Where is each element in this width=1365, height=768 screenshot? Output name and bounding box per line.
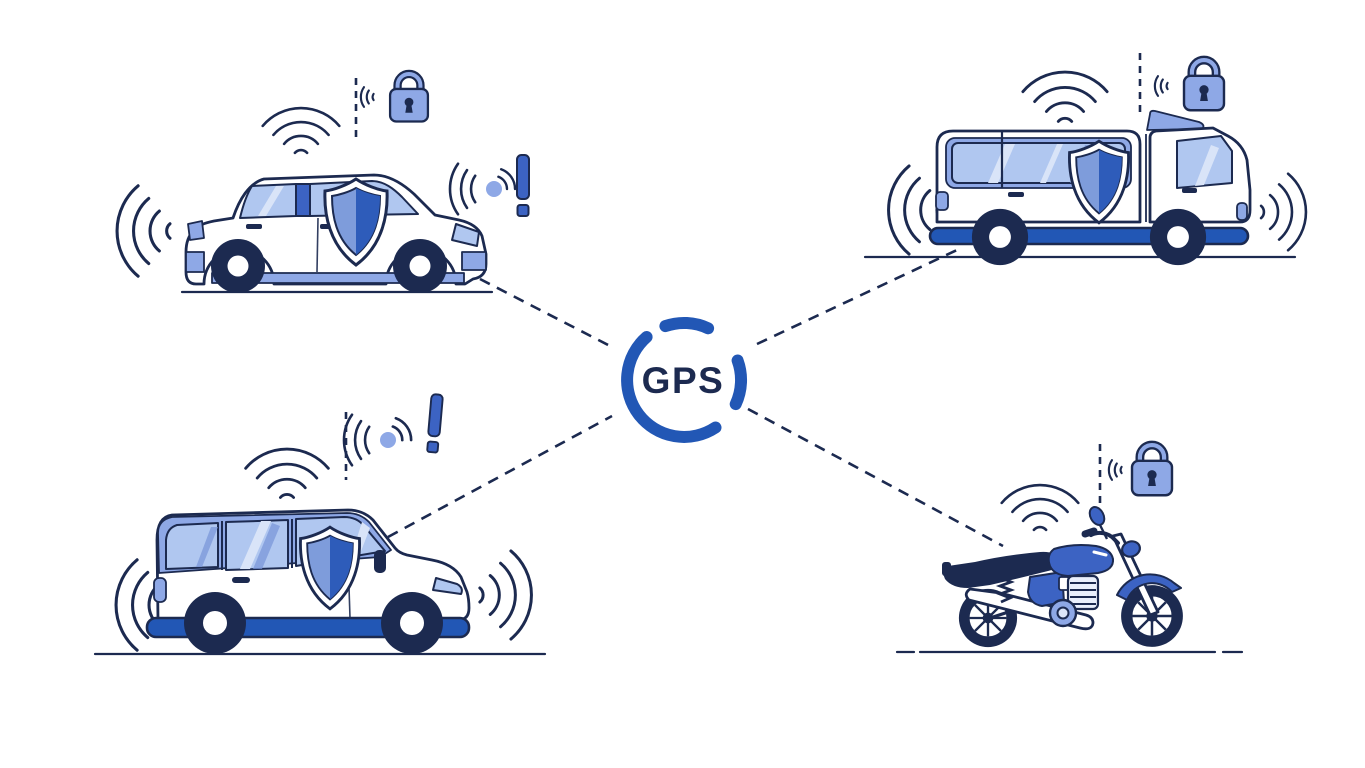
wifi-signal-icon xyxy=(1000,483,1080,532)
car-scene xyxy=(115,74,530,294)
motorcycle-headlight xyxy=(1121,540,1141,558)
signal-dot xyxy=(486,181,502,197)
motorcycle-body xyxy=(942,506,1185,649)
motorcycle-shock xyxy=(995,576,1016,604)
wifi-signal-icon xyxy=(478,549,533,641)
van-mirror xyxy=(374,550,386,573)
truck-cab-handle xyxy=(1182,188,1197,193)
wifi-signal-icon xyxy=(115,184,172,278)
motorcycle-seat-fender xyxy=(943,551,1059,588)
van-scene xyxy=(93,393,547,656)
connector-gps-van xyxy=(387,414,613,539)
motorcycle-tank xyxy=(1047,544,1115,577)
van-rear-wheel xyxy=(184,592,246,654)
lock-icon xyxy=(390,74,428,122)
car-rear-wheel xyxy=(211,239,265,293)
car-b-pillar xyxy=(295,183,311,217)
connector-gps-motorcycle xyxy=(747,407,1004,548)
gps-hub: GPS xyxy=(621,316,747,443)
signal-arcs-icon xyxy=(1153,75,1169,97)
gps-ring-top-arc xyxy=(659,316,715,335)
connector-gps-car xyxy=(479,277,615,350)
gps-label: GPS xyxy=(642,360,725,401)
car-headlight xyxy=(451,223,480,247)
exclamation-icon xyxy=(516,154,530,217)
wifi-signal-icon xyxy=(261,106,341,155)
truck-scene xyxy=(863,53,1308,266)
truck-front-wheel xyxy=(1149,208,1207,266)
exclamation-icon xyxy=(425,393,444,454)
gps-ring-right-arc xyxy=(729,354,747,411)
motorcycle-mirror xyxy=(1088,506,1106,526)
truck-taillight xyxy=(935,191,949,211)
car-front-wheel xyxy=(393,239,447,293)
lock-icon xyxy=(1184,60,1224,110)
alert-icon xyxy=(448,154,530,217)
van-front-wheel xyxy=(381,592,443,654)
wifi-signal-icon xyxy=(244,447,330,499)
van-headlight xyxy=(432,577,463,595)
wifi-signal-icon xyxy=(1259,172,1308,252)
car-body xyxy=(184,173,488,293)
lock-icon xyxy=(1132,445,1172,495)
gps-ring-main-arc xyxy=(621,331,722,443)
wifi-signal-icon xyxy=(1021,70,1109,123)
van-taillight xyxy=(153,577,167,603)
truck-side-marker xyxy=(1236,202,1248,221)
truck-rear-wheel xyxy=(971,208,1029,266)
van-door-handle xyxy=(232,577,250,583)
signal-dot xyxy=(380,432,396,448)
car-taillight xyxy=(187,220,205,241)
signal-arcs-icon xyxy=(1107,459,1123,481)
motorcycle-engine xyxy=(1048,574,1100,628)
connector-gps-truck xyxy=(756,248,958,346)
motorcycle-front-fender xyxy=(1116,573,1182,601)
car-door-handle xyxy=(246,224,262,229)
truck-door-handle xyxy=(1008,192,1024,197)
connector-lines xyxy=(387,248,1004,548)
truck-roof-deflector xyxy=(1146,109,1205,131)
alert-icon xyxy=(342,393,444,467)
signal-arcs-icon xyxy=(359,86,375,108)
motorcycle-scene xyxy=(895,444,1244,654)
